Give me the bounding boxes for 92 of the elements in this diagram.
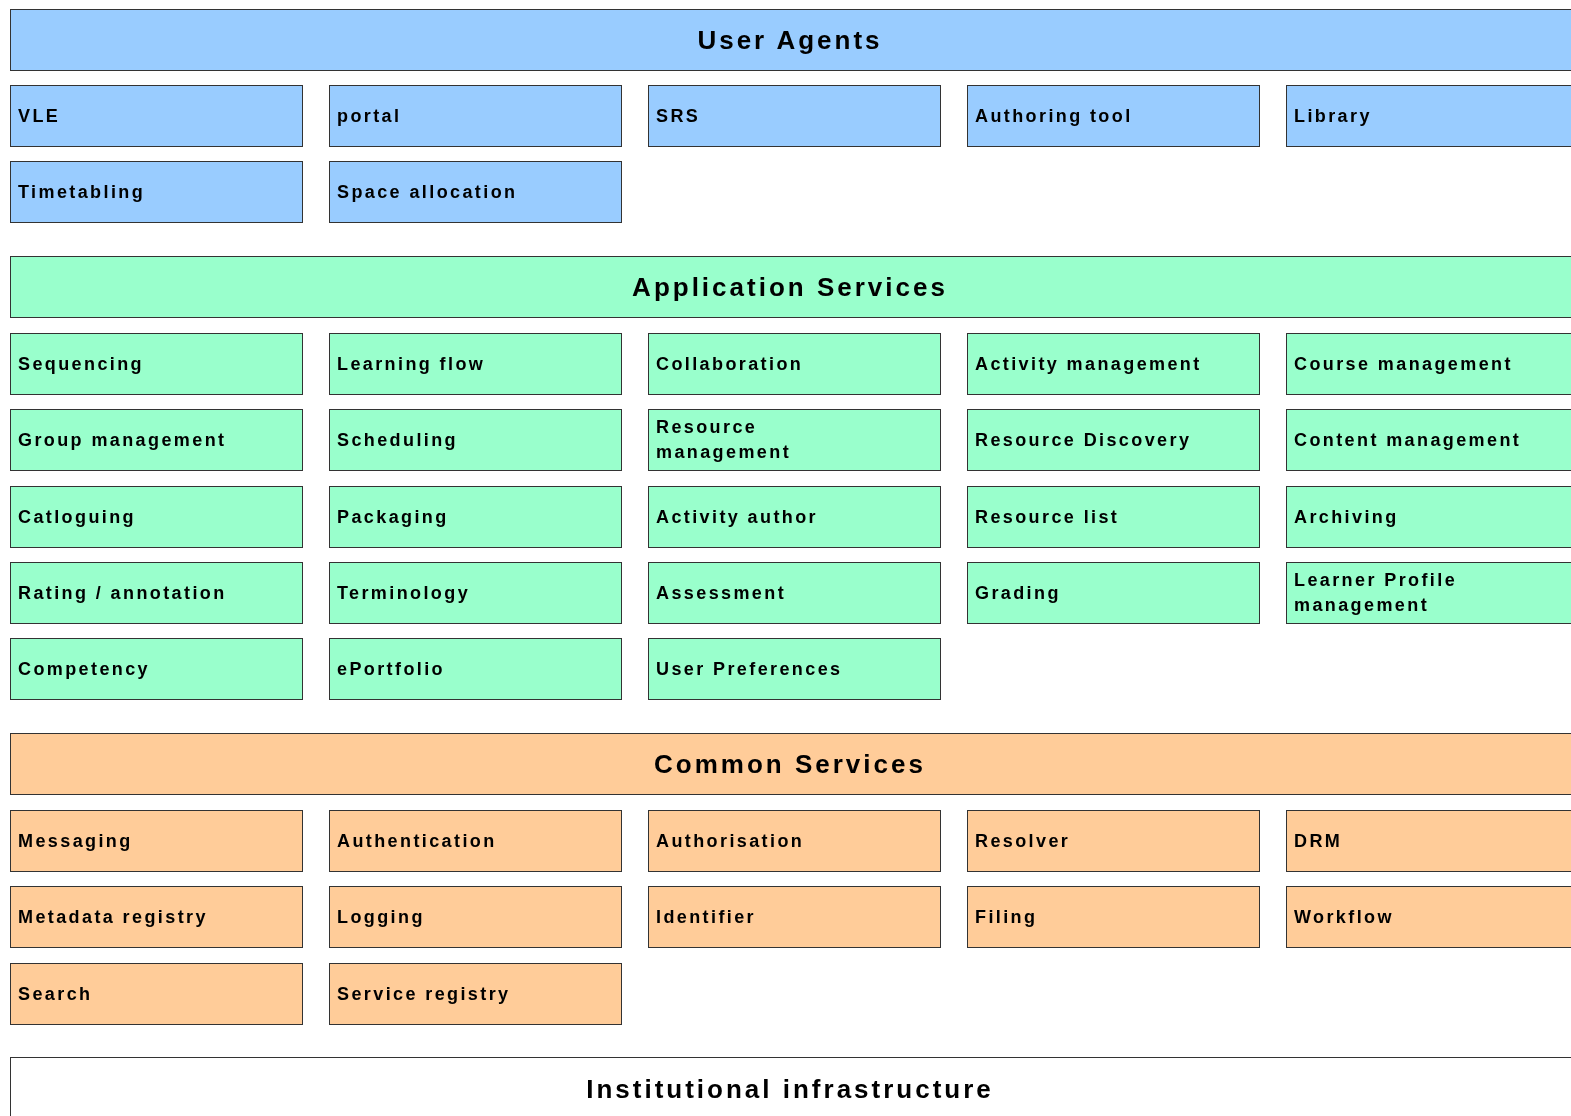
service-box	[1286, 333, 1571, 395]
service-box	[967, 810, 1260, 872]
service-label: Sequencing	[18, 352, 144, 376]
service-label: Workflow	[1294, 905, 1394, 929]
service-box	[967, 409, 1260, 471]
service-label: Library	[1294, 104, 1372, 128]
service-label: Scheduling	[337, 428, 458, 452]
service-label: Filing	[975, 905, 1038, 929]
layer-band	[10, 256, 1571, 318]
service-label: Terminology	[337, 581, 471, 605]
service-label: Grading	[975, 581, 1061, 605]
service-label: Group management	[18, 428, 227, 452]
service-label: Course management	[1294, 352, 1513, 376]
service-label: Logging	[337, 905, 425, 929]
service-box	[329, 486, 622, 548]
service-label: Assessment	[656, 581, 787, 605]
service-box	[10, 638, 303, 700]
service-box	[1286, 562, 1571, 624]
service-box	[329, 886, 622, 948]
service-label: Resource Discovery	[975, 428, 1192, 452]
service-box	[1286, 409, 1571, 471]
service-box	[1286, 810, 1571, 872]
service-label: Competency	[18, 657, 151, 681]
service-label: Learner Profile management	[1294, 569, 1459, 617]
service-box	[967, 886, 1260, 948]
service-box	[648, 886, 941, 948]
service-box	[329, 85, 622, 147]
service-box	[10, 886, 303, 948]
layer-title: Institutional infrastructure	[586, 1072, 994, 1106]
service-box	[329, 161, 622, 223]
service-label: Learning flow	[337, 352, 486, 376]
service-box	[648, 562, 941, 624]
service-box	[10, 85, 303, 147]
service-box	[329, 562, 622, 624]
service-box	[648, 85, 941, 147]
service-label: Resource list	[975, 505, 1120, 529]
layer-band	[10, 1057, 1571, 1116]
layer-band	[10, 9, 1571, 71]
service-box	[10, 409, 303, 471]
service-box	[10, 333, 303, 395]
service-box	[10, 486, 303, 548]
service-box	[329, 810, 622, 872]
service-label: Activity author	[656, 505, 819, 529]
service-box	[329, 963, 622, 1025]
service-box	[648, 638, 941, 700]
service-box	[648, 333, 941, 395]
service-box	[967, 486, 1260, 548]
service-label: Timetabling	[18, 180, 146, 204]
service-label: Space allocation	[337, 180, 518, 204]
service-box	[967, 562, 1260, 624]
service-label: Messaging	[18, 829, 133, 853]
service-box	[967, 333, 1260, 395]
service-box	[648, 486, 941, 548]
service-label: Resource management	[656, 416, 793, 464]
layer-title: Common Services	[654, 747, 926, 781]
service-label: ePortfolio	[337, 657, 445, 681]
service-label: DRM	[1294, 829, 1343, 853]
service-box	[10, 562, 303, 624]
layer-title: Application Services	[632, 270, 948, 304]
service-label: Service registry	[337, 982, 511, 1006]
service-label: Collaboration	[656, 352, 804, 376]
service-label: Packaging	[337, 505, 449, 529]
service-box	[648, 810, 941, 872]
service-label: Metadata registry	[18, 905, 208, 929]
service-box	[329, 409, 622, 471]
service-label: Activity management	[975, 352, 1202, 376]
service-box	[10, 963, 303, 1025]
layer-title: User Agents	[697, 23, 883, 57]
service-label: Resolver	[975, 829, 1071, 853]
service-label: Catloguing	[18, 505, 136, 529]
service-label: VLE	[18, 104, 61, 128]
layer-band	[10, 733, 1571, 795]
service-label: portal	[337, 104, 402, 128]
service-box	[329, 333, 622, 395]
service-box	[10, 810, 303, 872]
service-box	[10, 161, 303, 223]
service-label: Content management	[1294, 428, 1522, 452]
service-label: Authorisation	[656, 829, 805, 853]
service-label: User Preferences	[656, 657, 843, 681]
service-label: Search	[18, 982, 93, 1006]
service-label: SRS	[656, 104, 701, 128]
service-box	[329, 638, 622, 700]
service-box	[1286, 886, 1571, 948]
service-box	[1286, 85, 1571, 147]
service-label: Authentication	[337, 829, 497, 853]
service-label: Archiving	[1294, 505, 1399, 529]
service-box	[1286, 486, 1571, 548]
service-box	[648, 409, 941, 471]
service-box	[967, 85, 1260, 147]
service-label: Rating / annotation	[18, 581, 227, 605]
service-label: Identifier	[656, 905, 756, 929]
service-label: Authoring tool	[975, 104, 1133, 128]
